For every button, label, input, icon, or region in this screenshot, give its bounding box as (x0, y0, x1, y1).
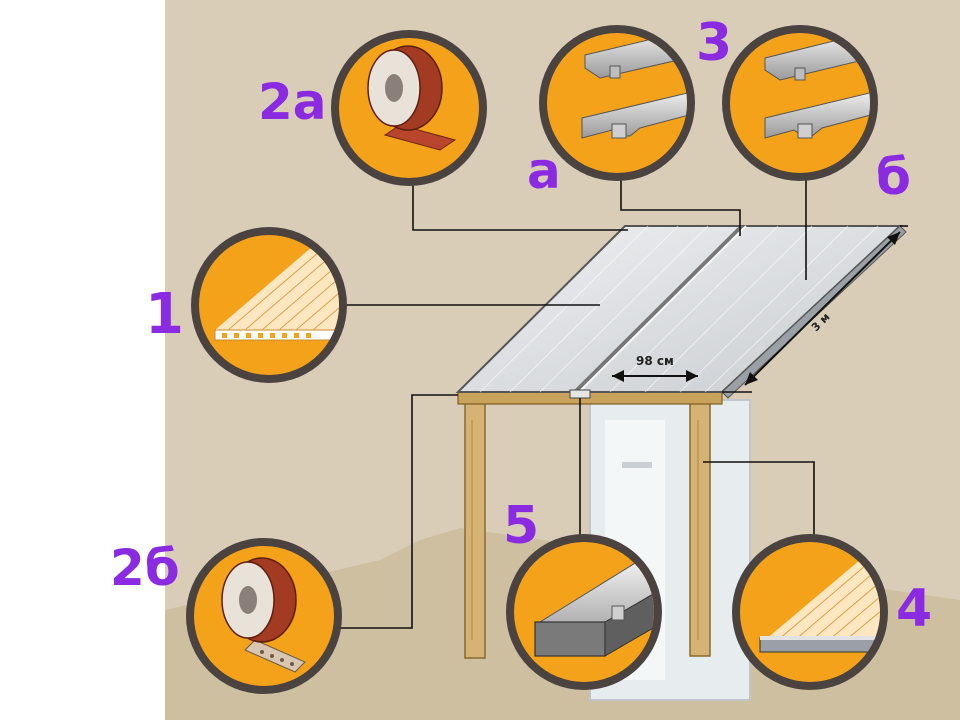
wall-left-strip (0, 0, 165, 720)
polycarbonate-sheet-icon (214, 239, 339, 341)
leader-4 (703, 461, 815, 545)
end-profile-sheet-icon (759, 559, 880, 653)
sheet-joint-a-highlight (578, 225, 747, 393)
width-dimension: 98 см (636, 354, 674, 368)
callout-5 (506, 534, 662, 690)
leader-2a (412, 175, 628, 231)
profile-on-beam-icon (534, 559, 654, 657)
leader-2b (332, 394, 458, 629)
window-handle (622, 462, 652, 468)
callout-2b (186, 538, 342, 694)
length-arrow (744, 231, 901, 386)
length-arrow-head-bottom (745, 372, 758, 385)
post-left (464, 397, 486, 659)
callout-1 (191, 227, 347, 383)
width-arrow-head-right (686, 370, 698, 382)
sealing-tape-roll-icon (367, 45, 457, 151)
roof-edge (721, 225, 907, 399)
roof-ribs (479, 225, 879, 393)
length-arrow-head-top (887, 232, 900, 245)
callout-2a (331, 30, 487, 186)
callout-3b (722, 25, 878, 181)
label-2a: 2а (258, 73, 327, 131)
leader-lines (332, 172, 908, 629)
profile-on-beam (569, 389, 591, 399)
label-3: 3 (696, 13, 732, 73)
callout-4 (732, 534, 888, 690)
label-3a: а (527, 142, 561, 200)
label-2b: 2б (110, 539, 180, 597)
width-arrow-head-left (612, 370, 624, 382)
sheet-joint-a (573, 224, 744, 394)
canopy: 98 см 3 м (455, 224, 907, 659)
label-1: 1 (145, 282, 184, 347)
post-right (689, 397, 711, 657)
label-5: 5 (503, 496, 539, 556)
label-4: 4 (896, 579, 932, 639)
perforated-tape-roll-icon (221, 557, 306, 673)
leader-3a (620, 172, 741, 236)
label-3b: б (876, 148, 911, 206)
